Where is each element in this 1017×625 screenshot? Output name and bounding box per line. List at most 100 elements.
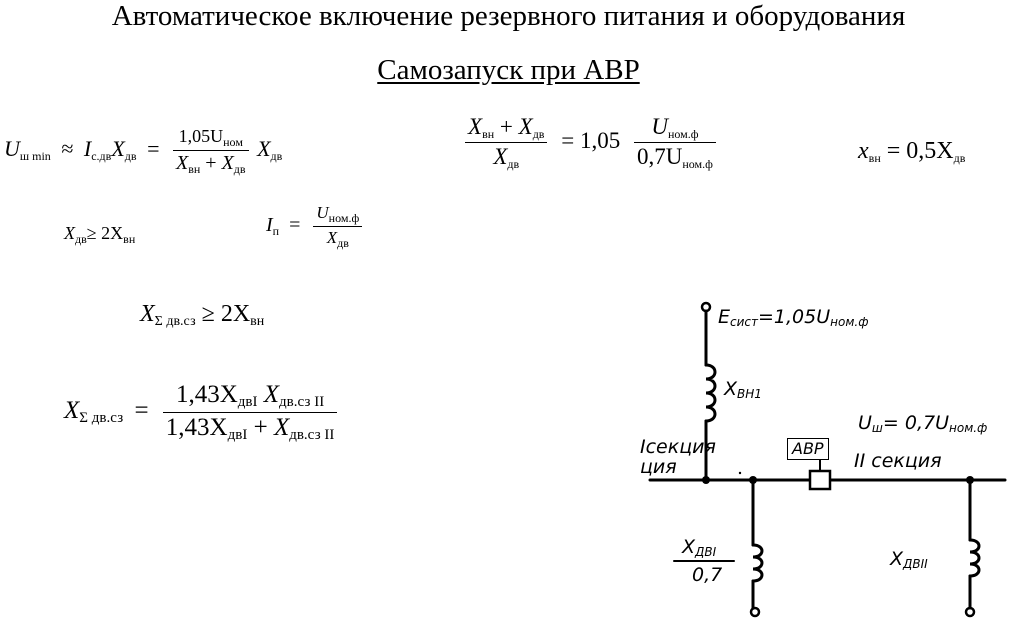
e-sist-main: E: [718, 306, 731, 328]
f2-r-denominator: 0,7Uном.ф: [634, 143, 716, 170]
subtitle-text: Самозапуск при АВР: [377, 54, 640, 86]
f5-fraction: Uном.ф Xдв: [313, 204, 363, 249]
f2-r-num: U: [651, 114, 668, 139]
branch-2-terminal: [964, 606, 976, 618]
f7-den-b-sub: дв.сз II: [289, 427, 335, 443]
f4-lhs: X: [64, 223, 75, 243]
f7-numerator: 1,43XдвI Xдв.сз II: [162, 382, 338, 413]
inductor-x-dv1: [751, 543, 764, 583]
f5-numerator: Uном.ф: [313, 204, 363, 227]
f3-lhs: x: [858, 138, 869, 164]
f2-fraction-left: Xвн + Xдв Xдв: [465, 114, 548, 170]
junction-dot: [702, 476, 710, 484]
f1-den-a-sub: вн: [188, 162, 201, 176]
f6-lhs-sub: Σ дв.сз: [154, 314, 196, 329]
f5-lhs: I: [266, 214, 273, 237]
f5-num-sub: ном.ф: [328, 211, 360, 225]
f1-den-b-sub: дв: [233, 162, 246, 176]
formula-x-dv: Xдв≥ 2Xвн: [64, 224, 135, 245]
f7-denominator: 1,43XдвI + Xдв.сз II: [163, 413, 338, 443]
f2-num-b-sub: дв: [532, 127, 545, 141]
x-dv2-main: X: [890, 548, 904, 570]
f5-denominator: Xдв: [313, 227, 362, 249]
f2-den-sub: дв: [507, 157, 520, 171]
u-sh-main: U: [858, 412, 872, 434]
f3-rhs-sub: дв: [953, 151, 966, 165]
f7-num-a-sub: двI: [237, 394, 258, 410]
f5-den-sub: дв: [337, 236, 349, 250]
formula-x-vn: xвн = 0,5Xдв: [858, 139, 965, 164]
f6-rhs-sub: вн: [250, 314, 265, 329]
f2-r-den: 0,7U: [636, 144, 683, 169]
f2-num-b: X: [518, 114, 533, 139]
x-vn1-main: X: [724, 378, 738, 400]
f3-eq: = 0,5X: [886, 138, 954, 164]
u-sh-sub: ш: [871, 421, 883, 435]
x-dv2-label: XДВII: [890, 548, 928, 571]
u-sh-label: Uш= 0,7Uном.ф: [858, 412, 988, 435]
u-sh-eq: = 0,7U: [882, 412, 949, 434]
formula-i-p: Iп = Uном.ф Xдв: [266, 204, 365, 249]
f2-denominator: Xдв: [465, 143, 547, 170]
e-sist-eq: =1,05U: [758, 306, 831, 328]
f1-x-sub: дв: [124, 149, 137, 164]
f1-denominator: Xвн + Xдв: [173, 151, 249, 175]
f7-lhs-sub: Σ дв.сз: [79, 410, 124, 427]
f7-den-a-sub: двI: [227, 427, 248, 443]
avr-label: АВР: [787, 438, 829, 460]
f6-lhs: X: [140, 301, 155, 327]
e-sist-label: Eсист=1,05Uном.ф: [718, 306, 869, 329]
u-sh-tail-sub: ном.ф: [949, 421, 988, 435]
x-dv2-sub: ДВII: [903, 557, 928, 571]
f1-tail-sub: дв: [270, 149, 283, 164]
f5-lhs-sub: п: [272, 224, 280, 239]
f7-den-b: X: [273, 414, 290, 441]
f2-numerator: Xвн + Xдв: [465, 114, 548, 143]
formula-x-sigma-ineq: XΣ дв.сз ≥ 2Xвн: [140, 302, 264, 329]
f4-rhs-sub: вн: [123, 232, 136, 246]
avr-breaker: [808, 469, 832, 491]
f7-eq: =: [134, 397, 149, 425]
f2-plus: +: [499, 114, 513, 139]
x-dv1-denominator: 0,7: [692, 564, 723, 586]
x-vn1-label: XВН1: [724, 378, 762, 401]
f1-eq: =: [147, 136, 160, 162]
f2-r-den-sub: ном.ф: [682, 157, 713, 171]
f2-num-a: X: [468, 114, 483, 139]
x-dv1-label: XДВI: [682, 536, 717, 559]
inductor-x-dv2: [968, 538, 981, 578]
f2-num-a-sub: вн: [482, 127, 495, 141]
f3-lhs-sub: вн: [868, 151, 881, 165]
f7-lhs: X: [64, 397, 80, 425]
document-title: Автоматическое включение резервного пита…: [111, 0, 906, 32]
e-sist-tail-sub: ном.ф: [830, 315, 869, 329]
f1-i: I: [83, 136, 92, 162]
f1-approx: ≈: [61, 136, 74, 162]
f2-r-numerator: Uном.ф: [633, 114, 716, 143]
f1-den-a: X: [175, 152, 189, 174]
section-2-label: II секция: [854, 450, 942, 472]
formula-x-sigma: XΣ дв.сз = 1,43XдвI Xдв.сз II 1,43XдвI +…: [64, 382, 340, 443]
f1-num-sub: ном: [223, 135, 243, 149]
x-vn1-sub: ВН1: [737, 387, 762, 401]
f2-den: X: [493, 144, 508, 169]
f1-tail: X: [257, 136, 271, 162]
branch-1-terminal: [749, 606, 761, 618]
e-sist-sub: сист: [730, 315, 758, 329]
f1-fraction: 1,05Uном Xвн + Xдв: [172, 126, 249, 175]
f7-num-b-sub: дв.сз II: [279, 394, 325, 410]
f1-x: X: [111, 136, 125, 162]
x-dv1-sub: ДВI: [695, 545, 717, 559]
f7-den-a: 1,43X: [165, 414, 228, 441]
f1-numerator: 1,05Uном: [172, 126, 249, 151]
f2-fraction-right: Uном.ф 0,7Uном.ф: [633, 114, 716, 170]
f4-rel: ≥ 2X: [86, 223, 124, 243]
formula-ratio: Xвн + Xдв Xдв = 1,05 Uном.ф 0,7Uном.ф: [462, 115, 719, 170]
f1-i-sub: с.дв: [91, 149, 112, 164]
f1-num-coef: 1,05U: [178, 126, 224, 146]
circuit-schematic: [648, 301, 1007, 618]
x-dv1-main: X: [682, 536, 696, 558]
document-subtitle: Самозапуск при АВР: [0, 56, 1017, 85]
f5-eq: =: [289, 214, 301, 237]
f1-lhs: U: [4, 136, 20, 162]
